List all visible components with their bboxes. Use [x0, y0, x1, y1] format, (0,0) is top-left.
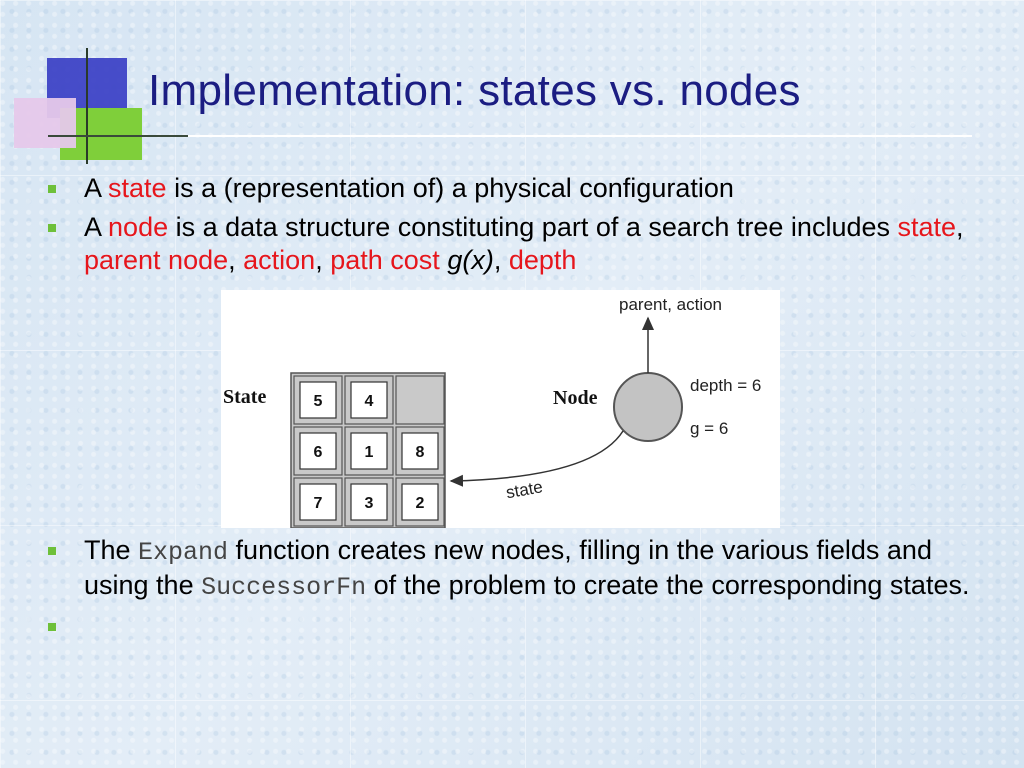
depth-label: depth = 6: [690, 376, 761, 395]
node-circle: [613, 372, 683, 442]
state-node-diagram: State 5 4 6 1 8 7 3 2 Node parent, action depth…: [221, 290, 780, 528]
separator: ,: [956, 212, 964, 242]
code-successorfn: SuccessorFn: [201, 573, 367, 602]
puzzle-tile-number: 4: [365, 393, 374, 410]
puzzle-tile-number: 2: [416, 495, 425, 512]
title-underline: [48, 135, 972, 137]
puzzle-tile-number: 5: [314, 393, 323, 410]
bullet-list-lower: The Expand function creates new nodes, f…: [48, 534, 998, 631]
bullet-state: A state is a (representation of) a physi…: [48, 172, 998, 205]
code-expand: Expand: [138, 538, 229, 567]
parent-action-label: parent, action: [619, 295, 722, 314]
puzzle-tile: [299, 432, 337, 470]
highlight-state: state: [108, 173, 167, 203]
grid-cell: [395, 375, 445, 425]
field-path-cost: path cost: [330, 245, 440, 275]
state-arrow-label: state: [505, 477, 545, 502]
text: is a (representation of) a physical conf…: [166, 173, 734, 203]
field-g-of-x: g(x): [447, 245, 494, 275]
bullet-marker: [48, 547, 56, 555]
puzzle-tile: [350, 381, 388, 419]
field-state: state: [897, 212, 957, 242]
puzzle-tile-number: 7: [314, 495, 323, 512]
puzzle-tile-number: 3: [365, 495, 374, 512]
bullet-marker: [48, 623, 56, 631]
bullet-expand: The Expand function creates new nodes, f…: [48, 534, 998, 604]
puzzle-tile-number: 6: [314, 444, 323, 461]
bullet-marker: [48, 185, 56, 193]
puzzle-tile: [350, 432, 388, 470]
state-arrow: [449, 430, 624, 487]
state-label: State: [223, 386, 266, 408]
puzzle-tile: [299, 381, 337, 419]
decor-square-pink: [14, 98, 76, 148]
text: A: [84, 173, 109, 203]
bullet-node: A node is a data structure constituting …: [48, 211, 998, 277]
text: The: [84, 535, 139, 565]
text: function creates new nodes, filling in t…: [84, 535, 932, 600]
puzzle-grid: 5 4 6 1 8 7 3 2: [293, 375, 445, 527]
field-depth: depth: [508, 245, 577, 275]
g-cost-label: g = 6: [690, 419, 728, 438]
node-label: Node: [553, 387, 598, 409]
text: is a data structure constituting part of…: [168, 212, 898, 242]
diagram-svg: State 5 4 6 1 8 7 3 2 Node parent, action depth…: [223, 295, 761, 528]
puzzle-tile: [401, 432, 439, 470]
highlight-node: node: [108, 212, 169, 242]
text: of the problem to create the correspondi…: [366, 570, 970, 600]
separator: ,: [493, 245, 509, 275]
puzzle-tile-number: 8: [416, 444, 425, 461]
bullet-list: A state is a (representation of) a physi…: [48, 172, 998, 283]
decor-vertical-line: [86, 48, 88, 164]
text: A: [84, 212, 109, 242]
slide-title: Implementation: states vs. nodes: [148, 66, 801, 115]
field-action: action: [243, 245, 316, 275]
puzzle-tile: [401, 483, 439, 521]
bullet-marker: [48, 224, 56, 232]
puzzle-tile-number: 1: [365, 444, 374, 461]
separator: ,: [315, 245, 331, 275]
puzzle-tile: [299, 483, 337, 521]
puzzle-tile: [350, 483, 388, 521]
field-parent-node: parent node: [84, 245, 229, 275]
separator: ,: [228, 245, 244, 275]
